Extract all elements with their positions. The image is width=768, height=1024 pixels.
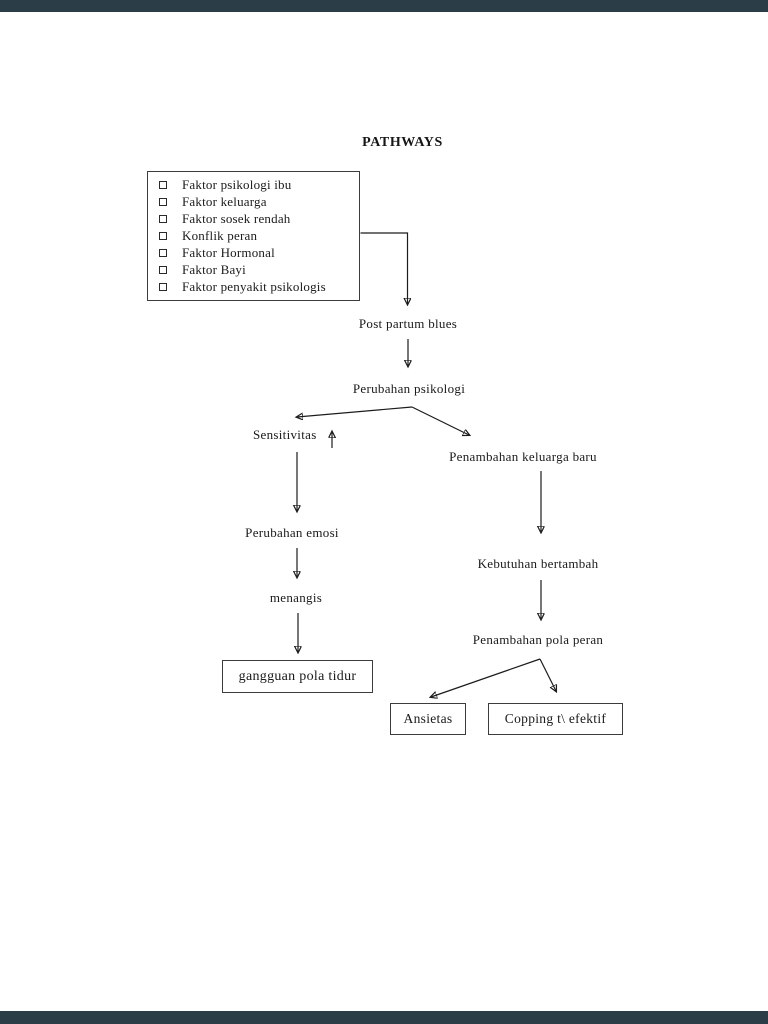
node-penambahan-keluarga-baru: Penambahan keluarga baru: [449, 449, 597, 464]
factor-item: Konflik peran: [148, 227, 359, 244]
square-bullet-icon: [159, 248, 167, 257]
factor-item-label: Faktor Bayi: [182, 262, 246, 277]
factor-item: Faktor psikologi ibu: [148, 176, 359, 193]
node-penambahan-pola-peran: Penambahan pola peran: [472, 632, 604, 647]
node-post-partum-blues: Post partum blues: [358, 316, 458, 331]
factor-item-label: Faktor penyakit psikologis: [182, 279, 326, 294]
factor-item-label: Faktor psikologi ibu: [182, 177, 292, 192]
square-bullet-icon: [159, 180, 167, 189]
box-gangguan-pola-tidur: gangguan pola tidur: [222, 660, 373, 693]
square-bullet-icon: [159, 282, 167, 291]
box-ansietas: Ansietas: [390, 703, 466, 735]
factor-item: Faktor Hormonal: [148, 244, 359, 261]
square-bullet-icon: [159, 214, 167, 223]
factor-item-label: Faktor sosek rendah: [182, 211, 291, 226]
factor-item-label: Faktor Hormonal: [182, 245, 275, 260]
square-bullet-icon: [159, 265, 167, 274]
factor-item-label: Faktor keluarga: [182, 194, 267, 209]
factor-item: Faktor Bayi: [148, 261, 359, 278]
square-bullet-icon: [159, 231, 167, 240]
square-bullet-icon: [159, 197, 167, 206]
factor-item: Faktor penyakit psikologis: [148, 278, 359, 295]
factor-item: Faktor sosek rendah: [148, 210, 359, 227]
arrow-psikologi-to-sensitivitas: [297, 406, 413, 417]
box-copping-efektif: Copping t\ efektif: [488, 703, 623, 735]
viewer-bottom-bar: [0, 1011, 768, 1024]
arrow-pola-peran-to-copping: [539, 658, 556, 691]
node-perubahan-emosi: Perubahan emosi: [245, 525, 339, 540]
factor-item-label: Konflik peran: [182, 228, 258, 243]
node-kebutuhan-bertambah: Kebutuhan bertambah: [477, 556, 599, 571]
page-title: PATHWAYS: [362, 135, 443, 150]
factors-box: Faktor psikologi ibu Faktor keluarga Fak…: [147, 171, 360, 301]
arrow-pola-peran-to-ansietas: [431, 658, 541, 697]
arrow-psikologi-to-keluarga-baru: [411, 406, 469, 435]
node-perubahan-psikologi: Perubahan psikologi: [352, 381, 466, 396]
node-menangis: menangis: [269, 590, 323, 605]
factor-item: Faktor keluarga: [148, 193, 359, 210]
arrow-factors-to-postpartum: [360, 232, 408, 304]
viewer-top-bar: [0, 0, 768, 12]
node-sensitivitas: Sensitivitas: [253, 427, 317, 442]
